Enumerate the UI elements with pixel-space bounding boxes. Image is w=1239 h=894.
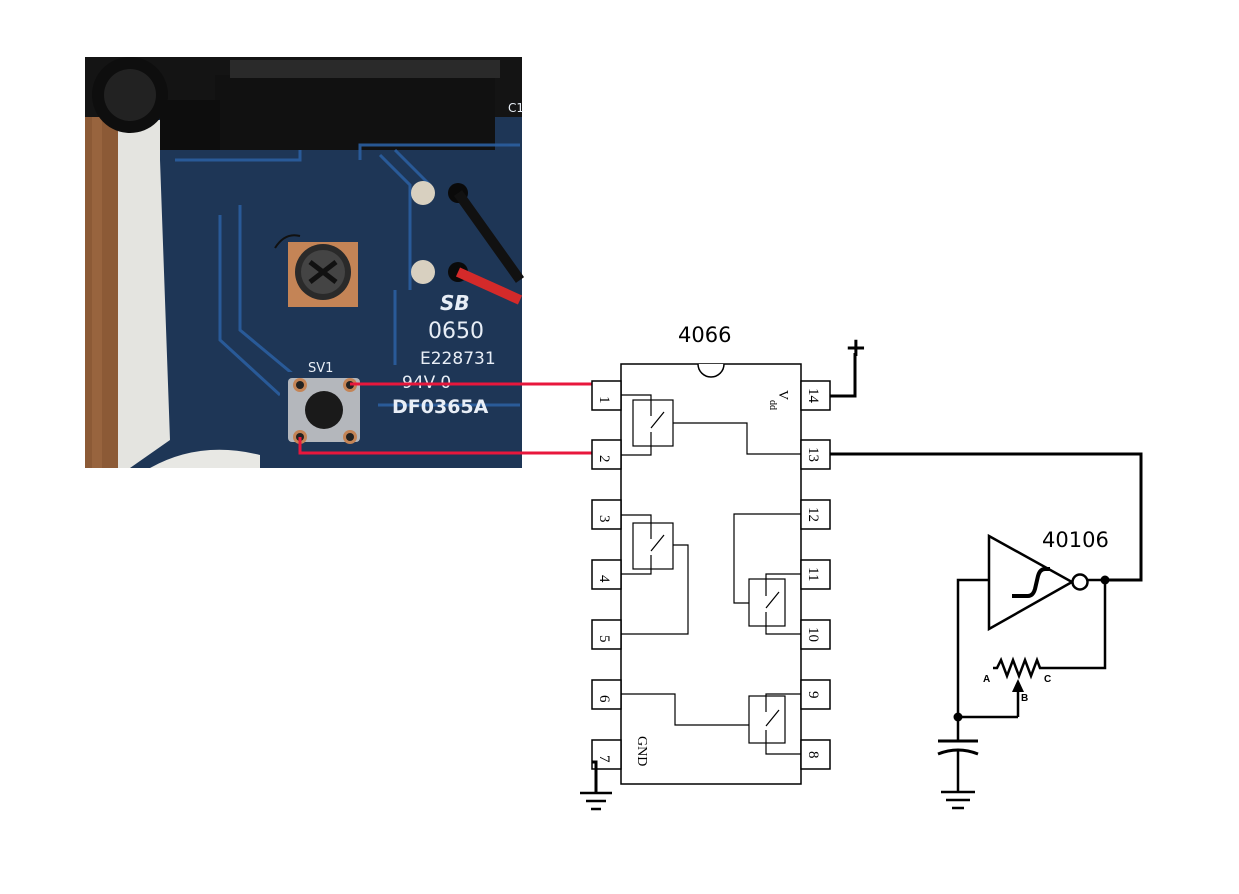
pin-number: 6	[596, 695, 612, 703]
pin-box	[591, 679, 622, 710]
pin-box	[800, 559, 831, 590]
pot-terminal-a: A	[983, 674, 990, 685]
silkscreen-text: DF0365A	[392, 396, 489, 418]
pin-box	[591, 619, 622, 650]
junction-dot	[1100, 575, 1110, 585]
silkscreen-text: 0650	[428, 319, 484, 344]
ic-4066-right-pins	[800, 380, 831, 770]
vdd-label: V	[775, 390, 790, 400]
analog-switch	[632, 522, 674, 570]
control-wire	[830, 452, 1143, 582]
potentiometer	[958, 656, 1043, 719]
pin-number: 5	[596, 635, 612, 643]
schmitt-inverter-40106	[956, 533, 1107, 717]
pcb-photo: C1 SB 0650 E228731 94V-0 DF0365A SV1	[85, 57, 525, 468]
switch-wires	[298, 382, 592, 455]
pin-box	[800, 380, 831, 411]
ic-4066-internal	[621, 394, 801, 755]
pin-number: 4	[596, 575, 612, 583]
pin-number: 3	[596, 515, 612, 523]
pot-terminal-b: B	[1021, 693, 1028, 704]
pin-number: 7	[596, 755, 612, 763]
ground-symbol	[941, 790, 975, 810]
pin-number: 11	[805, 567, 821, 581]
plus-supply-label: +	[845, 333, 867, 363]
pin-box	[800, 439, 831, 470]
pin-number: 13	[805, 447, 821, 462]
silkscreen-text: C1	[508, 101, 524, 115]
silkscreen-text: SB	[440, 291, 470, 315]
vdd-supply-wire	[830, 353, 857, 398]
ic-40106-label: 40106	[1042, 528, 1109, 552]
wiper-arrow	[1012, 679, 1024, 692]
gnd-label: GND	[634, 736, 649, 766]
ic-4066-label: 4066	[678, 323, 731, 347]
pin-number: 2	[596, 455, 612, 463]
silkscreen-text: E228731	[420, 349, 496, 369]
pin-number: 9	[805, 691, 821, 699]
pin-box	[591, 380, 622, 411]
capacitor	[937, 717, 979, 792]
analog-switch	[748, 695, 786, 744]
pin-box	[800, 739, 831, 770]
pin-number: 14	[805, 388, 821, 404]
pin-number: 1	[596, 396, 612, 404]
pin-number: 12	[805, 507, 821, 522]
pin-number: 8	[805, 751, 821, 759]
pin-box	[591, 439, 622, 470]
ground-symbol	[580, 760, 612, 811]
pot-terminal-c: C	[1044, 674, 1051, 685]
pin-box	[800, 619, 831, 650]
pin-number: 10	[805, 627, 821, 642]
vdd-subscript: dd	[767, 400, 778, 410]
